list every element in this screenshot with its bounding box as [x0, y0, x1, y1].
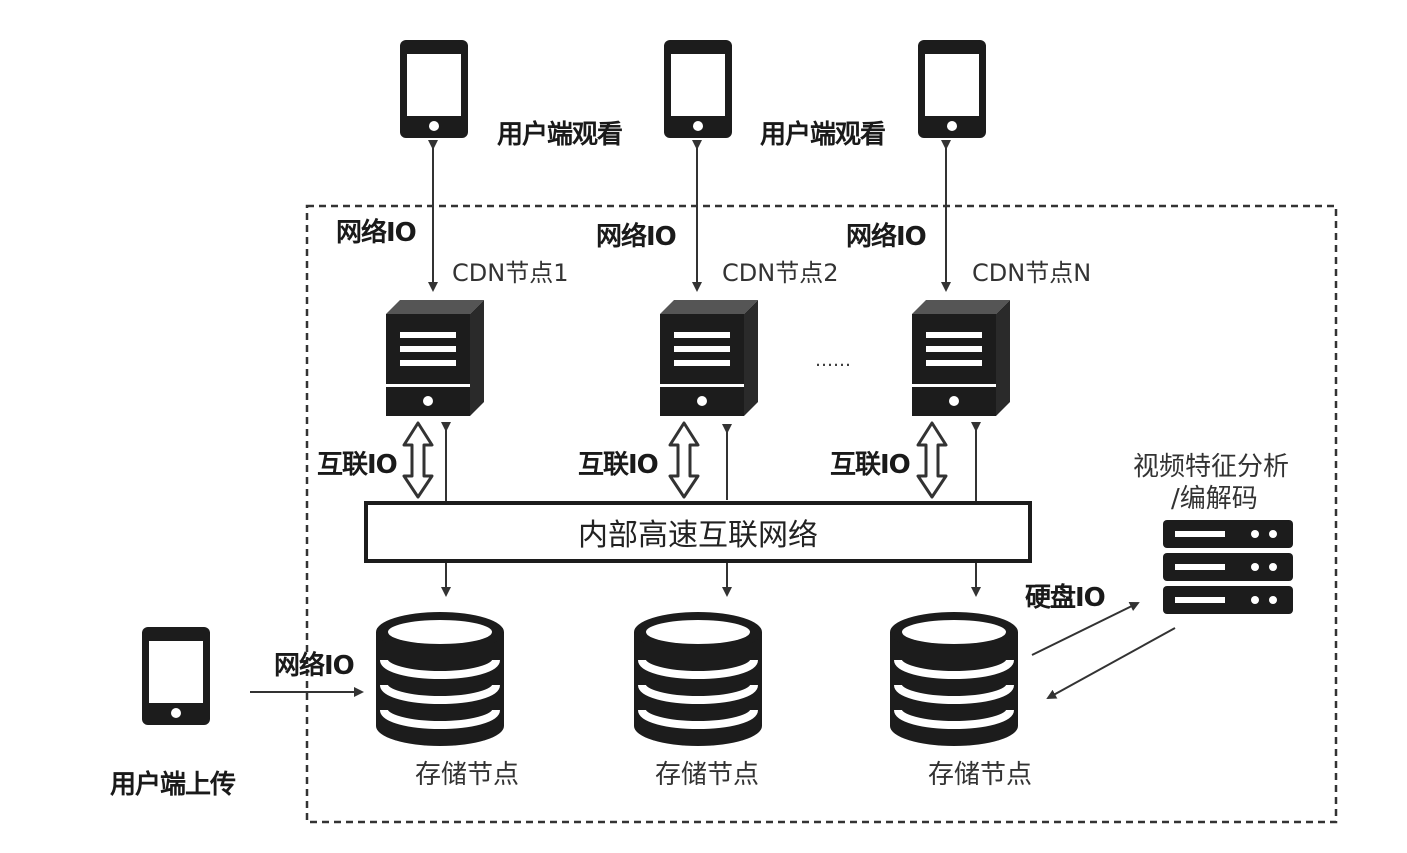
disk-io-arrow-out	[1031, 602, 1140, 656]
net-io-label-1: 网络IO	[336, 218, 417, 248]
cdn-label-n: CDN节点N	[972, 259, 1092, 287]
phone-icon-watch-1	[400, 40, 468, 138]
disk-io-arrow-in	[1046, 627, 1176, 699]
interconnect-io-label-3: 互联IO	[830, 450, 911, 480]
storage-label-3: 存储节点	[928, 760, 1033, 790]
interconnect-io-label-2: 互联IO	[578, 450, 659, 480]
video-analysis-label-line2: /编解码	[1171, 484, 1258, 514]
phone-icon-upload	[142, 627, 210, 725]
watch-label-1: 用户端观看	[497, 120, 623, 150]
interconnect-double-arrow-3	[916, 421, 948, 499]
net-io-label-3: 网络IO	[846, 222, 927, 252]
database-icon-storage-1	[376, 612, 504, 746]
phone-icon-watch-2	[664, 40, 732, 138]
internal-network-label: 内部高速互联网络	[578, 518, 818, 553]
internal-network-bus	[364, 501, 1032, 563]
database-icon-storage-2	[634, 612, 762, 746]
interconnect-double-arrow-2	[668, 421, 700, 499]
net-io-label-2: 网络IO	[596, 222, 677, 252]
disk-io-label: 硬盘IO	[1025, 583, 1106, 613]
interconnect-io-label-1: 互联IO	[317, 450, 398, 480]
video-analysis-label-line1: 视频特征分析	[1133, 452, 1290, 482]
server-icon-cdn-n	[912, 300, 1010, 416]
server-icon-cdn-2	[660, 300, 758, 416]
server-rack-icon	[1163, 520, 1293, 614]
storage-label-2: 存储节点	[655, 760, 760, 790]
watch-label-2: 用户端观看	[760, 120, 886, 150]
system-boundary	[305, 204, 1338, 824]
net-io-upload-label: 网络IO	[274, 651, 355, 681]
phone-icon-watch-3	[918, 40, 986, 138]
storage-label-1: 存储节点	[415, 760, 520, 790]
cdn-label-2: CDN节点2	[722, 259, 839, 287]
ellipsis: ……	[815, 350, 851, 371]
upload-label: 用户端上传	[110, 770, 236, 800]
database-icon-storage-3	[890, 612, 1018, 746]
cdn-label-1: CDN节点1	[452, 259, 569, 287]
server-icon-cdn-1	[386, 300, 484, 416]
interconnect-double-arrow-1	[402, 421, 434, 499]
